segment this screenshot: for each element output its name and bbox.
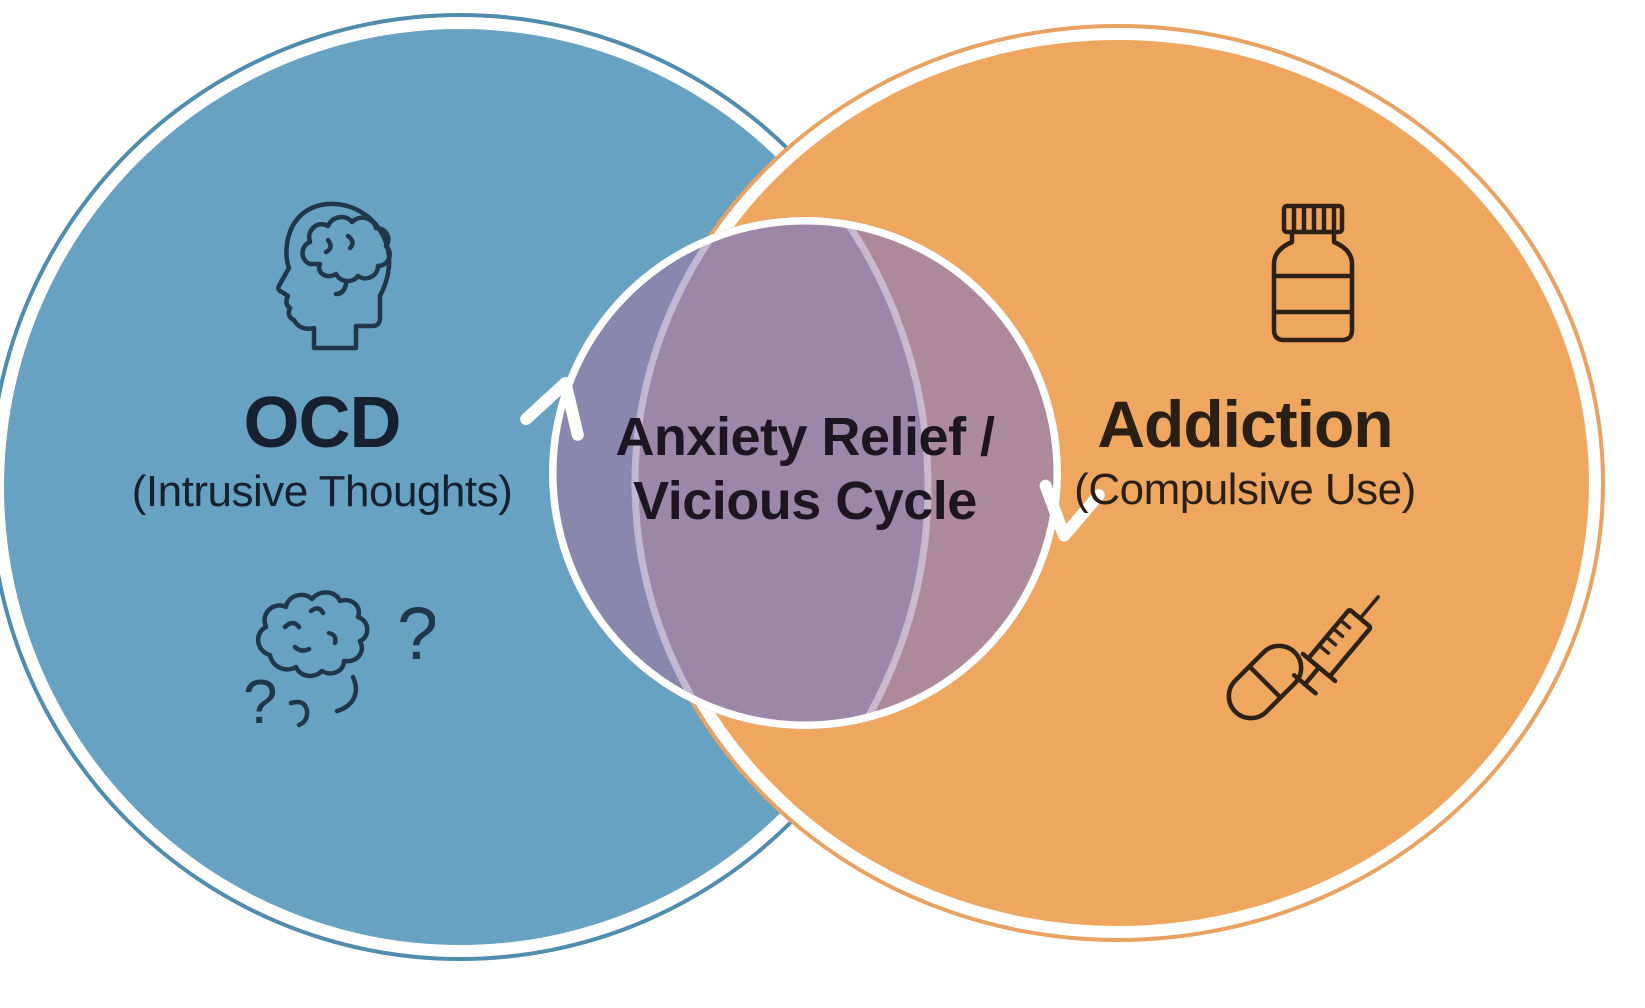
brain-question-icon: ? ?	[243, 590, 435, 737]
capsule-syringe-group	[1226, 595, 1380, 721]
ocd-title: OCD	[243, 383, 402, 463]
syringe-icon	[1291, 595, 1380, 696]
overlap-circle	[549, 217, 1061, 729]
overlap-label-block: Anxiety Relief / Vicious Cycle	[545, 406, 1065, 533]
lens-arc-right	[549, 217, 932, 729]
ocd-label-block: OCD (Intrusive Thoughts)	[62, 386, 582, 517]
overlap-title-line1: Anxiety Relief /	[615, 407, 995, 467]
pill-bottle-icon	[1271, 203, 1355, 343]
lens-arc-left	[631, 217, 1061, 729]
capsule-icon	[1226, 643, 1304, 721]
ocd-subtitle: (Intrusive Thoughts)	[131, 466, 513, 516]
overlap-title-line2: Vicious Cycle	[633, 470, 977, 531]
addiction-label-block: Addiction (Compulsive Use)	[985, 390, 1505, 515]
overlap-circle-ring	[549, 217, 1061, 729]
question-mark-large: ?	[397, 592, 435, 675]
overlap-right-segment	[635, 217, 1061, 729]
addiction-subtitle: (Compulsive Use)	[1074, 464, 1416, 514]
head-brain-icon	[276, 201, 392, 351]
addiction-title: Addiction	[1097, 387, 1393, 461]
question-mark-small: ?	[243, 668, 277, 737]
